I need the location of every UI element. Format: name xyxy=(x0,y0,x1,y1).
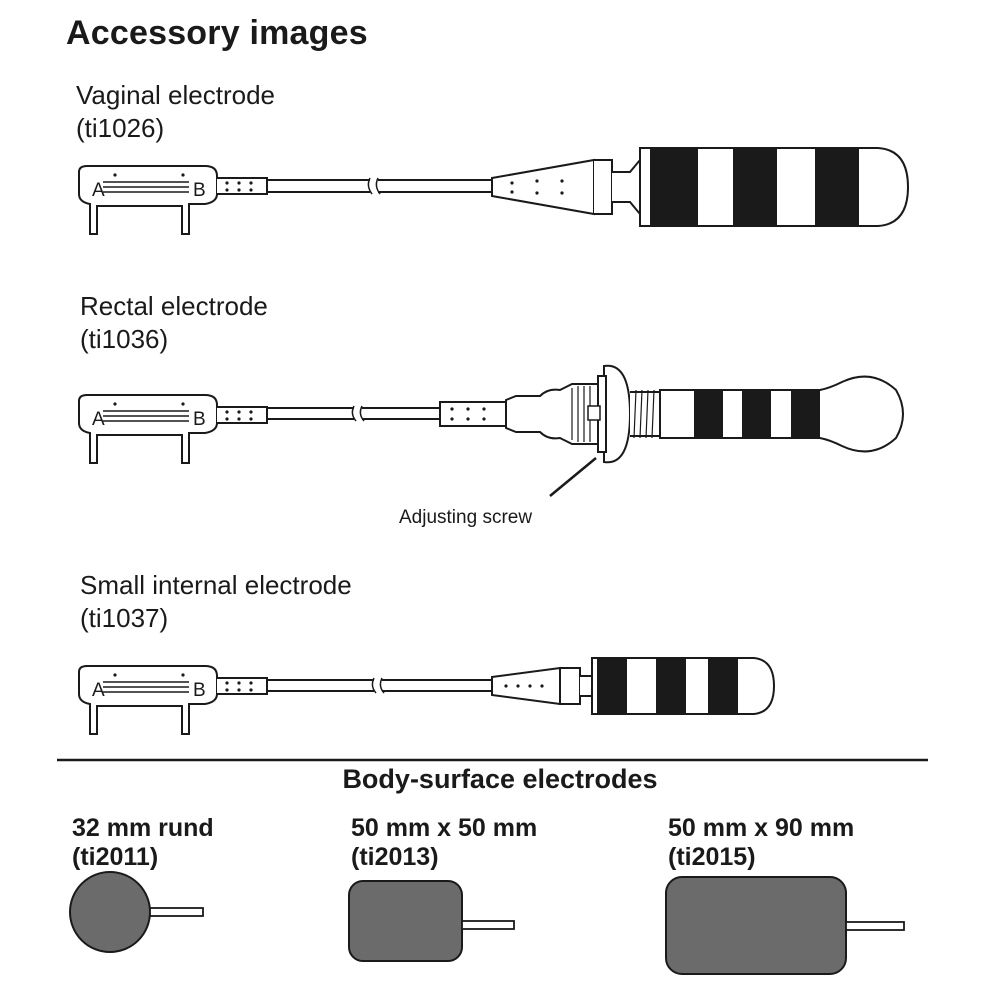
connector-label-a: A xyxy=(92,180,105,201)
vaginal-electrode-code: (ti1026) xyxy=(76,113,165,143)
surface-section-title: Body-surface electrodes xyxy=(342,764,658,794)
rectal-electrode-name: Rectal electrode xyxy=(80,291,268,321)
connector-label-a: A xyxy=(92,680,105,701)
pad-50x90-size: 50 mm x 90 mm xyxy=(668,814,855,842)
pad-50x50-drawing xyxy=(348,880,515,962)
page-title: Accessory images xyxy=(66,14,368,52)
pad-50x50-size: 50 mm x 50 mm xyxy=(351,814,538,842)
pad-32-size: 32 mm rund xyxy=(72,814,214,842)
pad-32-code: (ti2011) xyxy=(72,843,159,871)
pad-32-drawing xyxy=(69,871,204,953)
connector-label-b: B xyxy=(193,680,206,701)
vaginal-electrode-name: Vaginal electrode xyxy=(76,80,275,110)
connector-label-b: B xyxy=(193,409,206,430)
rectal-electrode-code: (ti1036) xyxy=(80,324,169,354)
connector-label-a: A xyxy=(92,409,105,430)
rectal-electrode-drawing: A B xyxy=(78,364,904,497)
vaginal-electrode-drawing: A B xyxy=(78,147,910,235)
connector-label-b: B xyxy=(193,180,206,201)
pad-50x50-code: (ti2013) xyxy=(351,843,439,871)
small-internal-electrode-drawing: A B xyxy=(78,657,776,735)
pad-50x90-code: (ti2015) xyxy=(668,843,756,871)
small-internal-electrode-name: Small internal electrode xyxy=(80,570,352,600)
adjusting-screw-callout: Adjusting screw xyxy=(399,507,533,528)
small-internal-electrode-code: (ti1037) xyxy=(80,603,169,633)
pad-50x90-drawing xyxy=(665,876,905,975)
